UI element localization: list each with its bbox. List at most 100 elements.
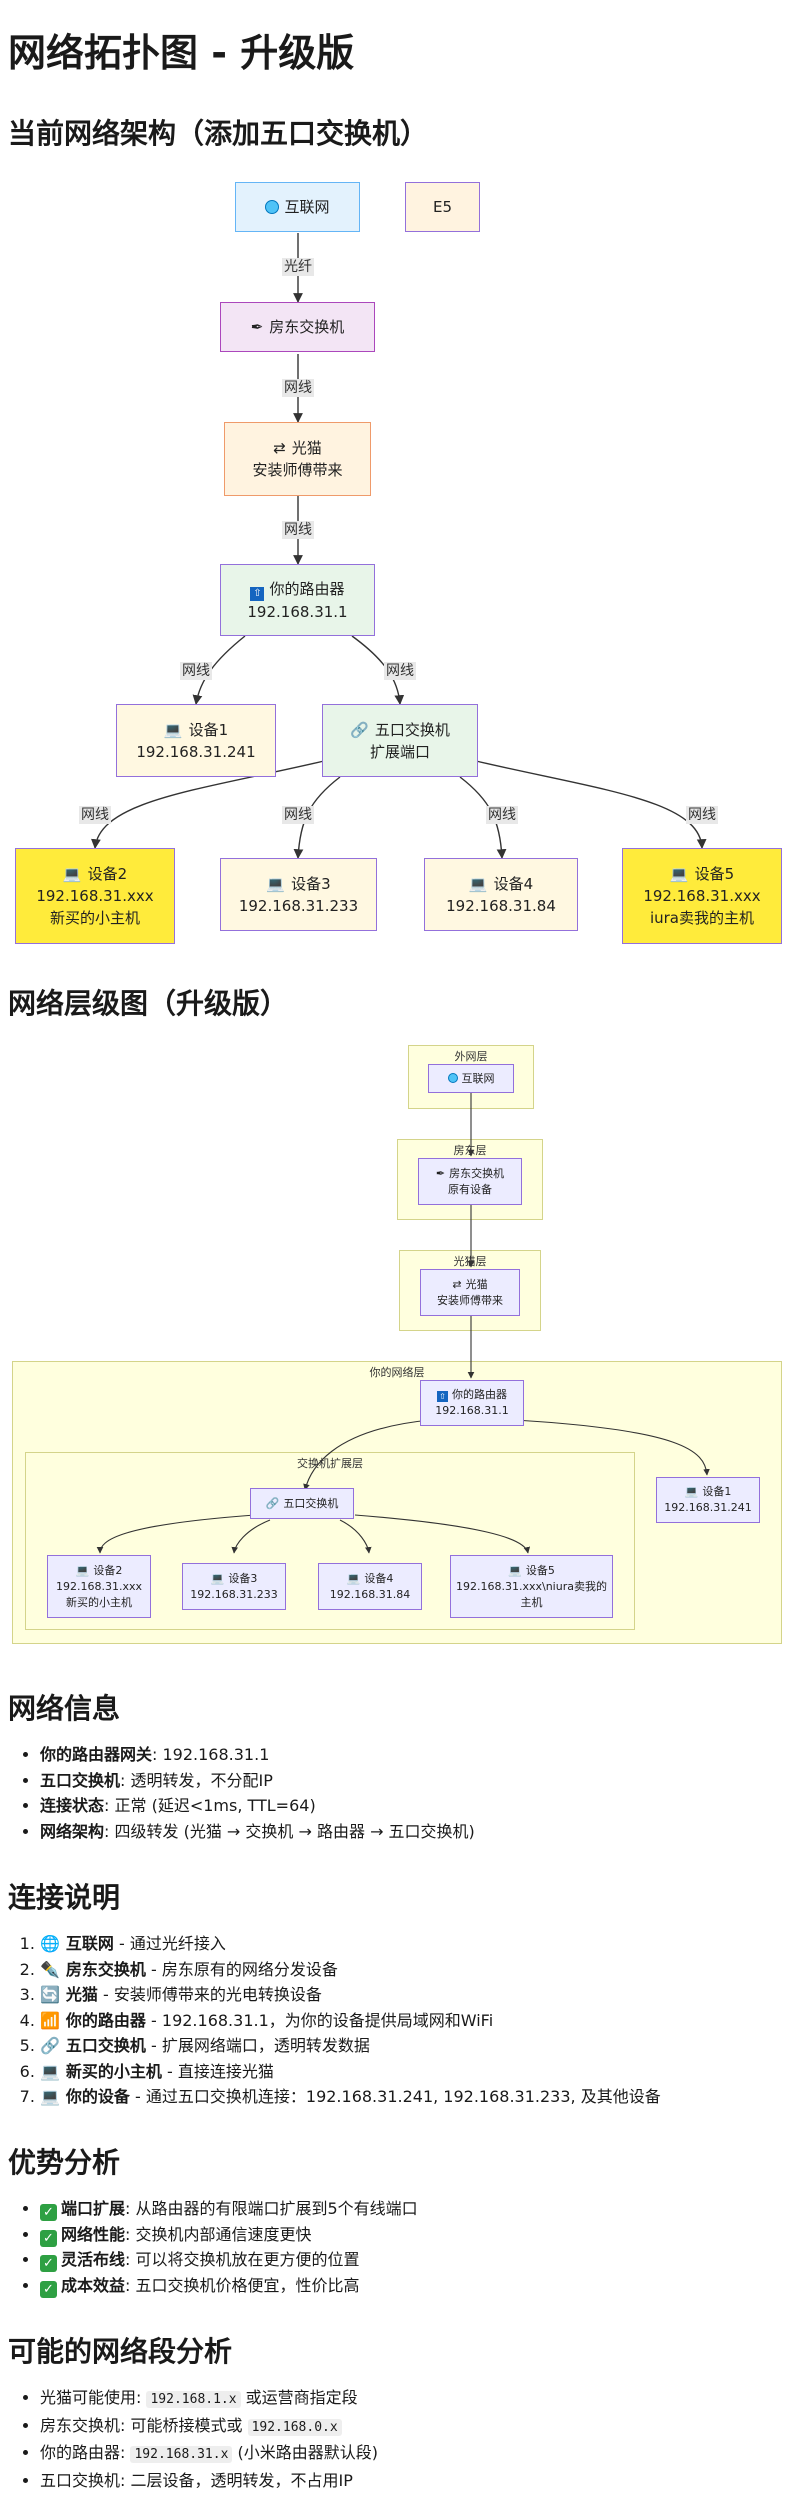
hierarchy-edges — [96, 1093, 710, 1554]
edge-label-cable: 网线 — [686, 806, 718, 824]
router-node: ⇧你的路由器 192.168.31.1 — [220, 564, 375, 636]
connection-item: 🌐互联网 - 通过光纤接入 — [40, 1931, 788, 1957]
segment-post: 或运营商指定段 — [240, 2388, 358, 2407]
e5-node: E5 — [405, 182, 480, 232]
edge-switch5-dev2 — [91, 760, 325, 849]
segment-item: 五口交换机: 二层设备，透明转发，不占用IP — [40, 2468, 788, 2494]
globe-icon — [447, 1072, 458, 1083]
h-edge-switch-dev2 — [96, 1514, 256, 1554]
segment-item: 光猫可能使用: 192.168.1.x 或运营商指定段 — [40, 2385, 788, 2413]
advantage-label: 端口扩展 — [61, 2199, 126, 2218]
network-info-item: 网络架构: 四级转发 (光猫 → 交换机 → 路由器 → 五口交换机) — [40, 1819, 788, 1845]
segment-code: 192.168.0.x — [247, 2418, 342, 2436]
network-info-item: 你的路由器网关: 192.168.31.1 — [40, 1742, 788, 1768]
connection-text: - 通过光纤接入 — [113, 1934, 226, 1953]
h-device5-node: 💻设备5 192.168.31.xxx\niura卖我的 主机 — [450, 1555, 613, 1618]
connection-label: 你的设备 — [65, 2087, 130, 2106]
h-internet-node: 互联网 — [428, 1064, 514, 1093]
info-text: : 正常 (延迟<1ms, TTL=64) — [104, 1796, 316, 1815]
page-title: 网络拓扑图 - 升级版 — [8, 31, 355, 75]
link-icon: 🔗 — [265, 1496, 280, 1510]
section-title-connections: 连接说明 — [8, 1881, 121, 1914]
link-icon: 🔗 — [350, 720, 369, 739]
connections-list: 🌐互联网 - 通过光纤接入✒️房东交换机 - 房东原有的网络分发设备🔄光猫 - … — [8, 1931, 788, 2110]
connection-label: 你的路由器 — [65, 2010, 146, 2030]
advantage-item: ✓网络性能: 交换机内部通信速度更快 — [40, 2222, 788, 2248]
connection-label: 房东交换机 — [65, 1959, 146, 1979]
h-landlord-node: ✒房东交换机 原有设备 — [418, 1158, 522, 1205]
laptop-icon: 💻 — [163, 720, 183, 739]
laptop-icon: 💻 — [669, 865, 689, 883]
modem-icon: ⇄ — [452, 1277, 462, 1291]
modem-node: ⇄光猫 安装师傅带来 — [224, 422, 371, 496]
device3-node: 💻设备3 192.168.31.233 — [220, 858, 377, 931]
modem-icon: ⇄ — [273, 439, 286, 457]
edge-label-fiber: 光纤 — [282, 258, 314, 276]
h-edge-router-dev1 — [514, 1419, 710, 1476]
connection-text: - 安装师傅带来的光电转换设备 — [97, 1985, 322, 2004]
section-title-segments: 可能的网络段分析 — [8, 2335, 233, 2368]
landlord-switch-node: ✒房东交换机 — [220, 302, 375, 352]
connection-text: - 通过五口交换机连接：192.168.31.241, 192.168.31.2… — [129, 2087, 661, 2106]
connection-item: 💻你的设备 - 通过五口交换机连接：192.168.31.241, 192.16… — [40, 2084, 788, 2110]
section-title-hierarchy: 网络层级图（升级版） — [8, 987, 289, 1020]
globe-icon — [265, 200, 280, 214]
info-label: 连接状态 — [40, 1796, 105, 1815]
router-icon: ⇧ — [250, 586, 265, 601]
pen-icon: ✒ — [250, 318, 264, 336]
segment-pre: 你的路由器: — [40, 2443, 131, 2462]
info-label: 网络架构 — [40, 1821, 105, 1841]
connection-icon: 🔗 — [40, 2036, 60, 2055]
h-edge-router-switch — [303, 1419, 431, 1491]
connection-text: - 直接连接光猫 — [161, 2061, 274, 2081]
edge-label-cable: 网线 — [384, 662, 416, 680]
connection-text: - 房东原有的网络分发设备 — [145, 1959, 338, 1979]
pen-icon: ✒ — [435, 1166, 446, 1180]
device5-node: 💻设备5 192.168.31.xxx iura卖我的主机 — [622, 848, 782, 944]
segment-code: 192.168.31.x — [130, 2446, 233, 2463]
h-router-node: ⇧你的路由器 192.168.31.1 — [420, 1380, 524, 1426]
segment-pre: 光猫可能使用: — [40, 2388, 147, 2407]
info-text: : 192.168.31.1 — [152, 1745, 270, 1764]
connection-item: 🔗五口交换机 - 扩展网络端口，透明转发数据 — [40, 2033, 788, 2059]
advantage-text: : 五口交换机价格便宜，性价比高 — [125, 2275, 360, 2295]
connection-item: 💻新买的小主机 - 直接连接光猫 — [40, 2059, 788, 2085]
h-edge-switch-dev5 — [354, 1514, 531, 1554]
info-label: 你的路由器网关 — [40, 1745, 153, 1764]
edge-label-cable: 网线 — [282, 521, 314, 539]
segment-pre: 房东交换机: 可能桥接模式或 — [40, 2415, 248, 2435]
h-device4-node: 💻设备4 192.168.31.84 — [318, 1563, 422, 1610]
advantage-text: : 可以将交换机放在更方便的位置 — [125, 2250, 360, 2269]
segment-pre: 五口交换机: 二层设备，透明转发，不占用IP — [40, 2470, 353, 2490]
edge-label-cable: 网线 — [486, 806, 518, 824]
check-icon: ✓ — [40, 2204, 57, 2221]
check-icon: ✓ — [40, 2255, 57, 2272]
h-device1-node: 💻设备1 192.168.31.241 — [656, 1477, 760, 1523]
info-text: : 四级转发 (光猫 → 交换机 → 路由器 → 五口交换机) — [104, 1821, 475, 1841]
connection-label: 光猫 — [65, 1985, 98, 2004]
laptop-icon: 💻 — [75, 1563, 90, 1577]
advantage-label: 网络性能 — [61, 2224, 126, 2244]
segments-list: 光猫可能使用: 192.168.1.x 或运营商指定段房东交换机: 可能桥接模式… — [8, 2385, 788, 2493]
connection-label: 五口交换机 — [65, 2036, 146, 2055]
device1-node: 💻设备1 192.168.31.241 — [116, 704, 276, 777]
advantage-item: ✓端口扩展: 从路由器的有限端口扩展到5个有线端口 — [40, 2196, 788, 2222]
segment-post: (小米路由器默认段) — [232, 2443, 378, 2462]
device2-node: 💻设备2 192.168.31.xxx 新买的小主机 — [15, 848, 175, 944]
internet-node: 互联网 — [235, 182, 360, 232]
check-icon: ✓ — [40, 2229, 57, 2247]
advantage-text: : 从路由器的有限端口扩展到5个有线端口 — [125, 2199, 418, 2218]
connection-icon: 📶 — [40, 2010, 60, 2030]
connection-icon: 💻 — [40, 2061, 60, 2081]
network-info-item: 五口交换机: 透明转发，不分配IP — [40, 1768, 788, 1794]
h-edge-switch-dev3 — [231, 1519, 271, 1554]
connection-icon: 🌐 — [40, 1934, 60, 1953]
section-title-architecture: 当前网络架构（添加五口交换机） — [8, 117, 429, 150]
advantage-item: ✓灵活布线: 可以将交换机放在更方便的位置 — [40, 2247, 788, 2273]
laptop-icon: 💻 — [468, 874, 488, 893]
connection-item: ✒️房东交换机 - 房东原有的网络分发设备 — [40, 1957, 788, 1983]
laptop-icon: 💻 — [210, 1571, 225, 1585]
laptop-icon: 💻 — [266, 874, 286, 893]
laptop-icon: 💻 — [508, 1563, 522, 1577]
advantage-label: 成本效益 — [61, 2275, 126, 2295]
